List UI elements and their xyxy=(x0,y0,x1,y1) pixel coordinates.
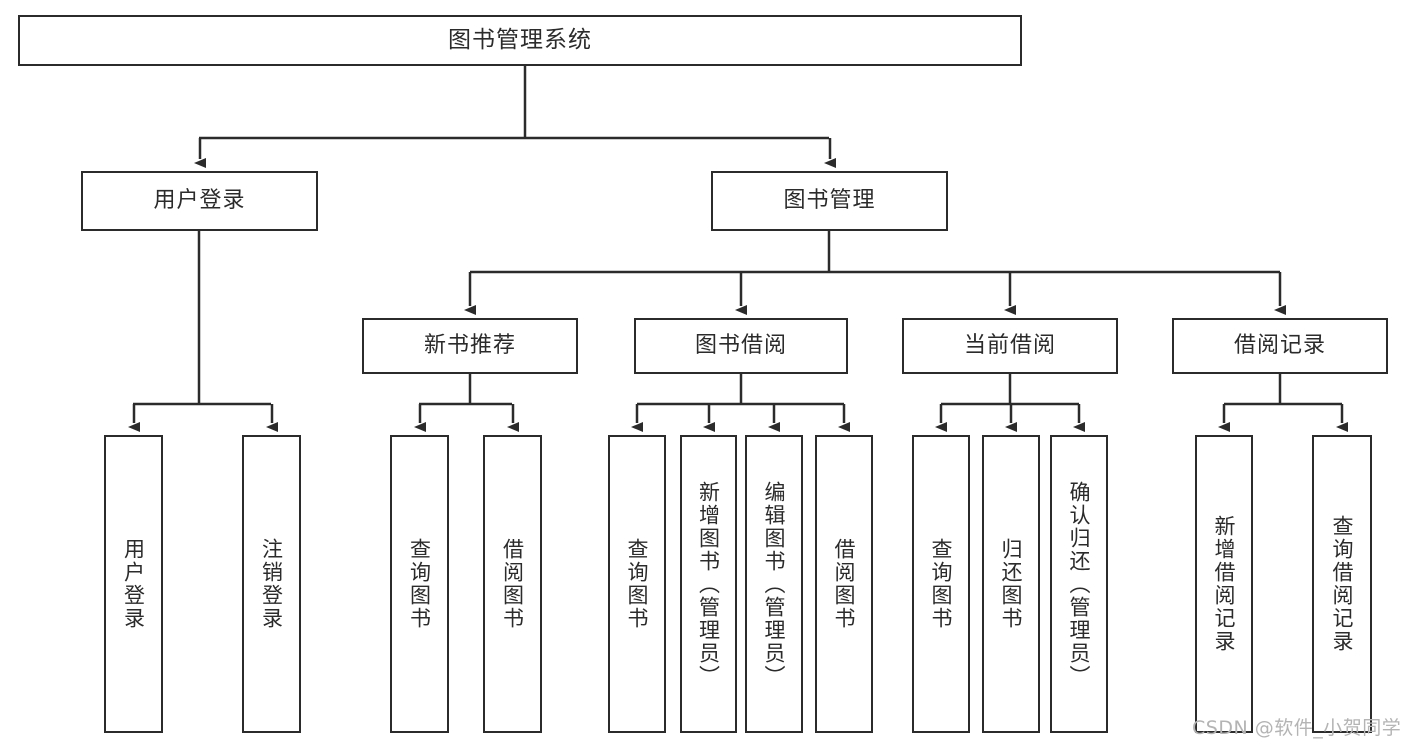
node-label: 新书推荐 xyxy=(423,333,516,359)
node-label: 用户登录 xyxy=(153,188,246,214)
node-book-manage[interactable]: 图书管理 xyxy=(711,171,948,231)
node-user-login[interactable]: 用户登录 xyxy=(81,171,318,231)
node-label: 用户登录 xyxy=(121,538,146,630)
node-label: 当前借阅 xyxy=(963,333,1056,359)
node-label: 图书管理系统 xyxy=(448,27,592,54)
node-leaf-rec-query[interactable]: 查询图书 xyxy=(390,435,449,733)
node-label: 查询图书 xyxy=(625,538,650,630)
node-leaf-cb-query[interactable]: 查询图书 xyxy=(912,435,970,733)
node-leaf-bb-query[interactable]: 查询图书 xyxy=(608,435,666,733)
node-leaf-user-login[interactable]: 用户登录 xyxy=(104,435,163,733)
node-label: 借阅图书 xyxy=(832,538,857,630)
node-label: 新增借阅记录 xyxy=(1212,515,1237,653)
node-leaf-bb-edit[interactable]: 编辑图书（管理员） xyxy=(745,435,803,733)
node-leaf-br-add[interactable]: 新增借阅记录 xyxy=(1195,435,1253,733)
node-label: 归还图书 xyxy=(999,538,1024,630)
node-current-borrow[interactable]: 当前借阅 xyxy=(902,318,1118,374)
node-label: 图书借阅 xyxy=(694,333,787,359)
node-label: 图书管理 xyxy=(783,188,876,214)
node-label: 编辑图书（管理员） xyxy=(762,480,787,688)
node-borrow-record[interactable]: 借阅记录 xyxy=(1172,318,1388,374)
node-leaf-rec-borrow[interactable]: 借阅图书 xyxy=(483,435,542,733)
node-new-book-rec[interactable]: 新书推荐 xyxy=(362,318,578,374)
node-leaf-bb-add[interactable]: 新增图书（管理员） xyxy=(680,435,737,733)
node-label: 查询借阅记录 xyxy=(1330,515,1355,653)
node-leaf-cb-return[interactable]: 归还图书 xyxy=(982,435,1040,733)
node-label: 确认归还（管理员） xyxy=(1067,480,1092,688)
node-leaf-br-query[interactable]: 查询借阅记录 xyxy=(1312,435,1372,733)
node-book-borrow[interactable]: 图书借阅 xyxy=(634,318,848,374)
csdn-watermark: CSDN @软件_小贺同学 xyxy=(1192,717,1402,739)
node-label: 查询图书 xyxy=(929,538,954,630)
node-label: 新增图书（管理员） xyxy=(696,480,721,688)
node-label: 借阅记录 xyxy=(1233,333,1326,359)
node-label: 借阅图书 xyxy=(500,538,525,630)
node-root[interactable]: 图书管理系统 xyxy=(18,15,1022,66)
node-leaf-cb-confirm[interactable]: 确认归还（管理员） xyxy=(1050,435,1108,733)
node-label: 注销登录 xyxy=(259,538,284,630)
node-leaf-logout[interactable]: 注销登录 xyxy=(242,435,301,733)
node-leaf-bb-borrow[interactable]: 借阅图书 xyxy=(815,435,873,733)
node-label: 查询图书 xyxy=(407,538,432,630)
